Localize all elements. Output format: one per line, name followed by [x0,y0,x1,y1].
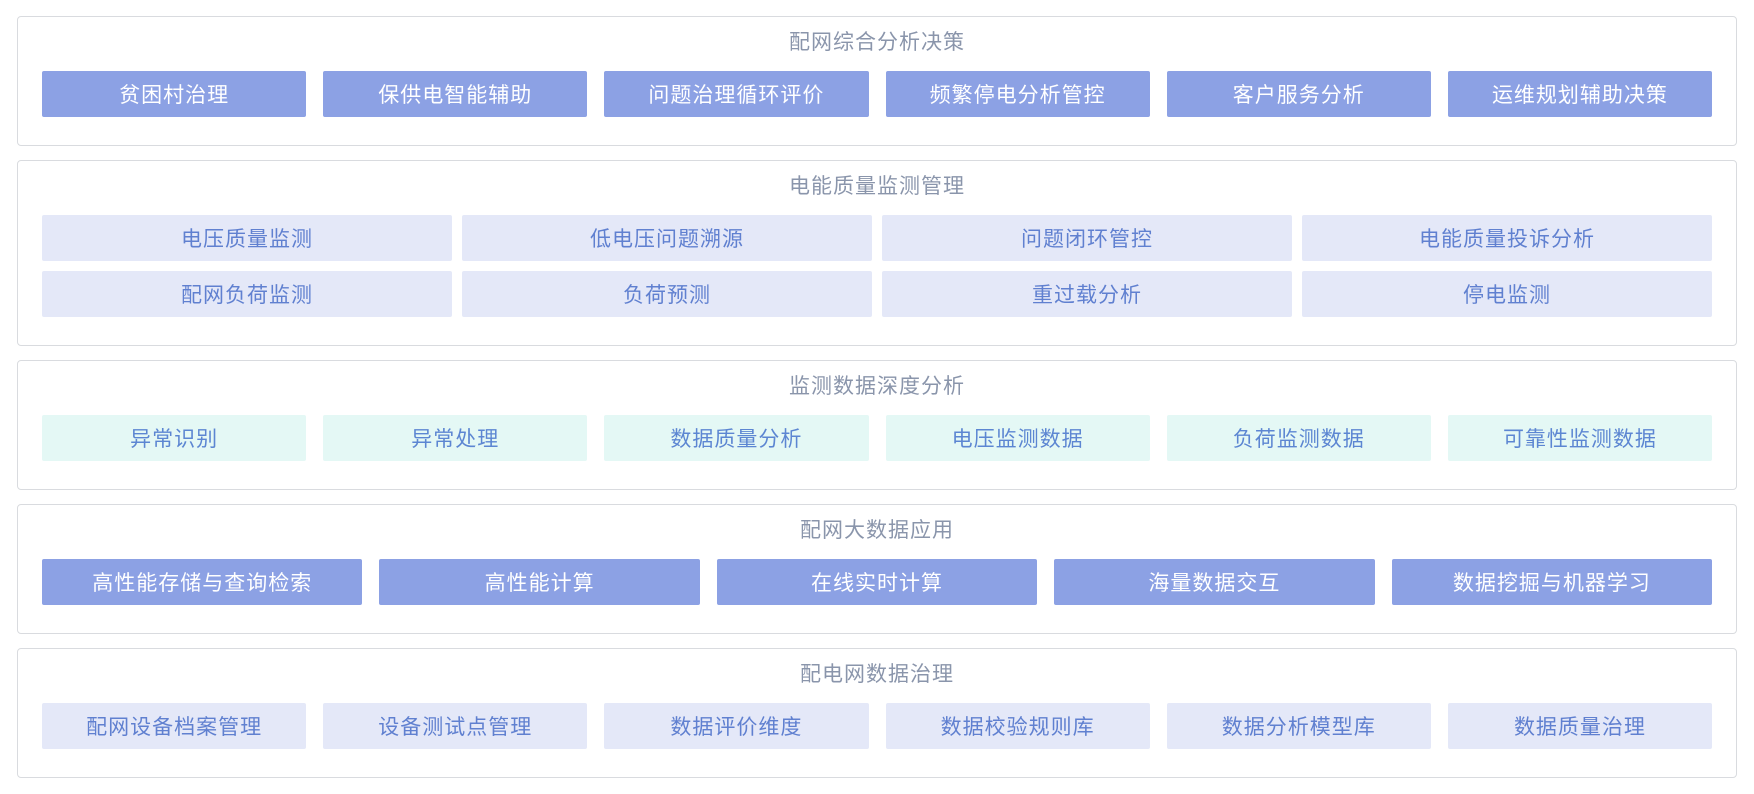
module-button[interactable]: 运维规划辅助决策 [1447,71,1713,117]
module-button[interactable]: 配网负荷监测 [42,271,452,317]
module-button[interactable]: 数据分析模型库 [1166,703,1431,749]
module-button[interactable]: 停电监测 [1302,271,1712,317]
section-panel-data-governance: 配电网数据治理 配网设备档案管理 设备测试点管理 数据评价维度 数据校验规则库 … [17,648,1737,778]
module-button[interactable]: 电压监测数据 [885,415,1150,461]
module-button[interactable]: 低电压问题溯源 [462,215,872,261]
module-button[interactable]: 高性能计算 [379,559,700,605]
module-button[interactable]: 电能质量投诉分析 [1302,215,1712,261]
button-row: 高性能存储与查询检索 高性能计算 在线实时计算 海量数据交互 数据挖掘与机器学习 [42,559,1713,605]
module-button[interactable]: 异常处理 [323,415,588,461]
module-button[interactable]: 问题闭环管控 [882,215,1292,261]
module-button[interactable]: 客户服务分析 [1166,71,1431,117]
section-panel-power-quality-monitoring: 电能质量监测管理 电压质量监测 低电压问题溯源 问题闭环管控 电能质量投诉分析 … [17,160,1737,346]
module-button[interactable]: 数据质量分析 [604,415,869,461]
module-button[interactable]: 重过载分析 [882,271,1292,317]
module-button[interactable]: 设备测试点管理 [323,703,588,749]
module-button[interactable]: 负荷预测 [462,271,872,317]
button-row: 配网设备档案管理 设备测试点管理 数据评价维度 数据校验规则库 数据分析模型库 … [42,703,1713,749]
module-button[interactable]: 可靠性监测数据 [1447,415,1713,461]
module-button[interactable]: 在线实时计算 [716,559,1038,605]
module-button[interactable]: 异常识别 [42,415,307,461]
section-panel-monitoring-data-analysis: 监测数据深度分析 异常识别 异常处理 数据质量分析 电压监测数据 负荷监测数据 … [17,360,1737,490]
module-button[interactable]: 高性能存储与查询检索 [42,559,363,605]
button-row: 配网负荷监测 负荷预测 重过载分析 停电监测 [42,271,1712,317]
module-button[interactable]: 贫困村治理 [42,71,307,117]
section-title: 配网综合分析决策 [789,31,965,54]
section-title: 配电网数据治理 [800,663,954,686]
module-button[interactable]: 问题治理循环评价 [604,71,869,117]
module-button[interactable]: 数据挖掘与机器学习 [1391,559,1713,605]
section-panel-comprehensive-analysis: 配网综合分析决策 贫困村治理 保供电智能辅助 问题治理循环评价 频繁停电分析管控… [17,16,1737,146]
module-button[interactable]: 保供电智能辅助 [323,71,588,117]
module-button[interactable]: 海量数据交互 [1054,559,1375,605]
button-row: 电压质量监测 低电压问题溯源 问题闭环管控 电能质量投诉分析 [42,215,1712,261]
module-button[interactable]: 配网设备档案管理 [42,703,307,749]
section-title: 配网大数据应用 [800,519,954,542]
section-title: 监测数据深度分析 [789,375,965,398]
button-row: 异常识别 异常处理 数据质量分析 电压监测数据 负荷监测数据 可靠性监测数据 [42,415,1713,461]
section-panel-big-data-application: 配网大数据应用 高性能存储与查询检索 高性能计算 在线实时计算 海量数据交互 数… [17,504,1737,634]
module-button[interactable]: 数据校验规则库 [885,703,1150,749]
module-button[interactable]: 频繁停电分析管控 [885,71,1150,117]
section-title: 电能质量监测管理 [789,175,965,198]
module-button[interactable]: 负荷监测数据 [1166,415,1431,461]
module-button[interactable]: 数据质量治理 [1447,703,1713,749]
button-row: 贫困村治理 保供电智能辅助 问题治理循环评价 频繁停电分析管控 客户服务分析 运… [42,71,1713,117]
module-button[interactable]: 电压质量监测 [42,215,452,261]
module-button[interactable]: 数据评价维度 [604,703,869,749]
